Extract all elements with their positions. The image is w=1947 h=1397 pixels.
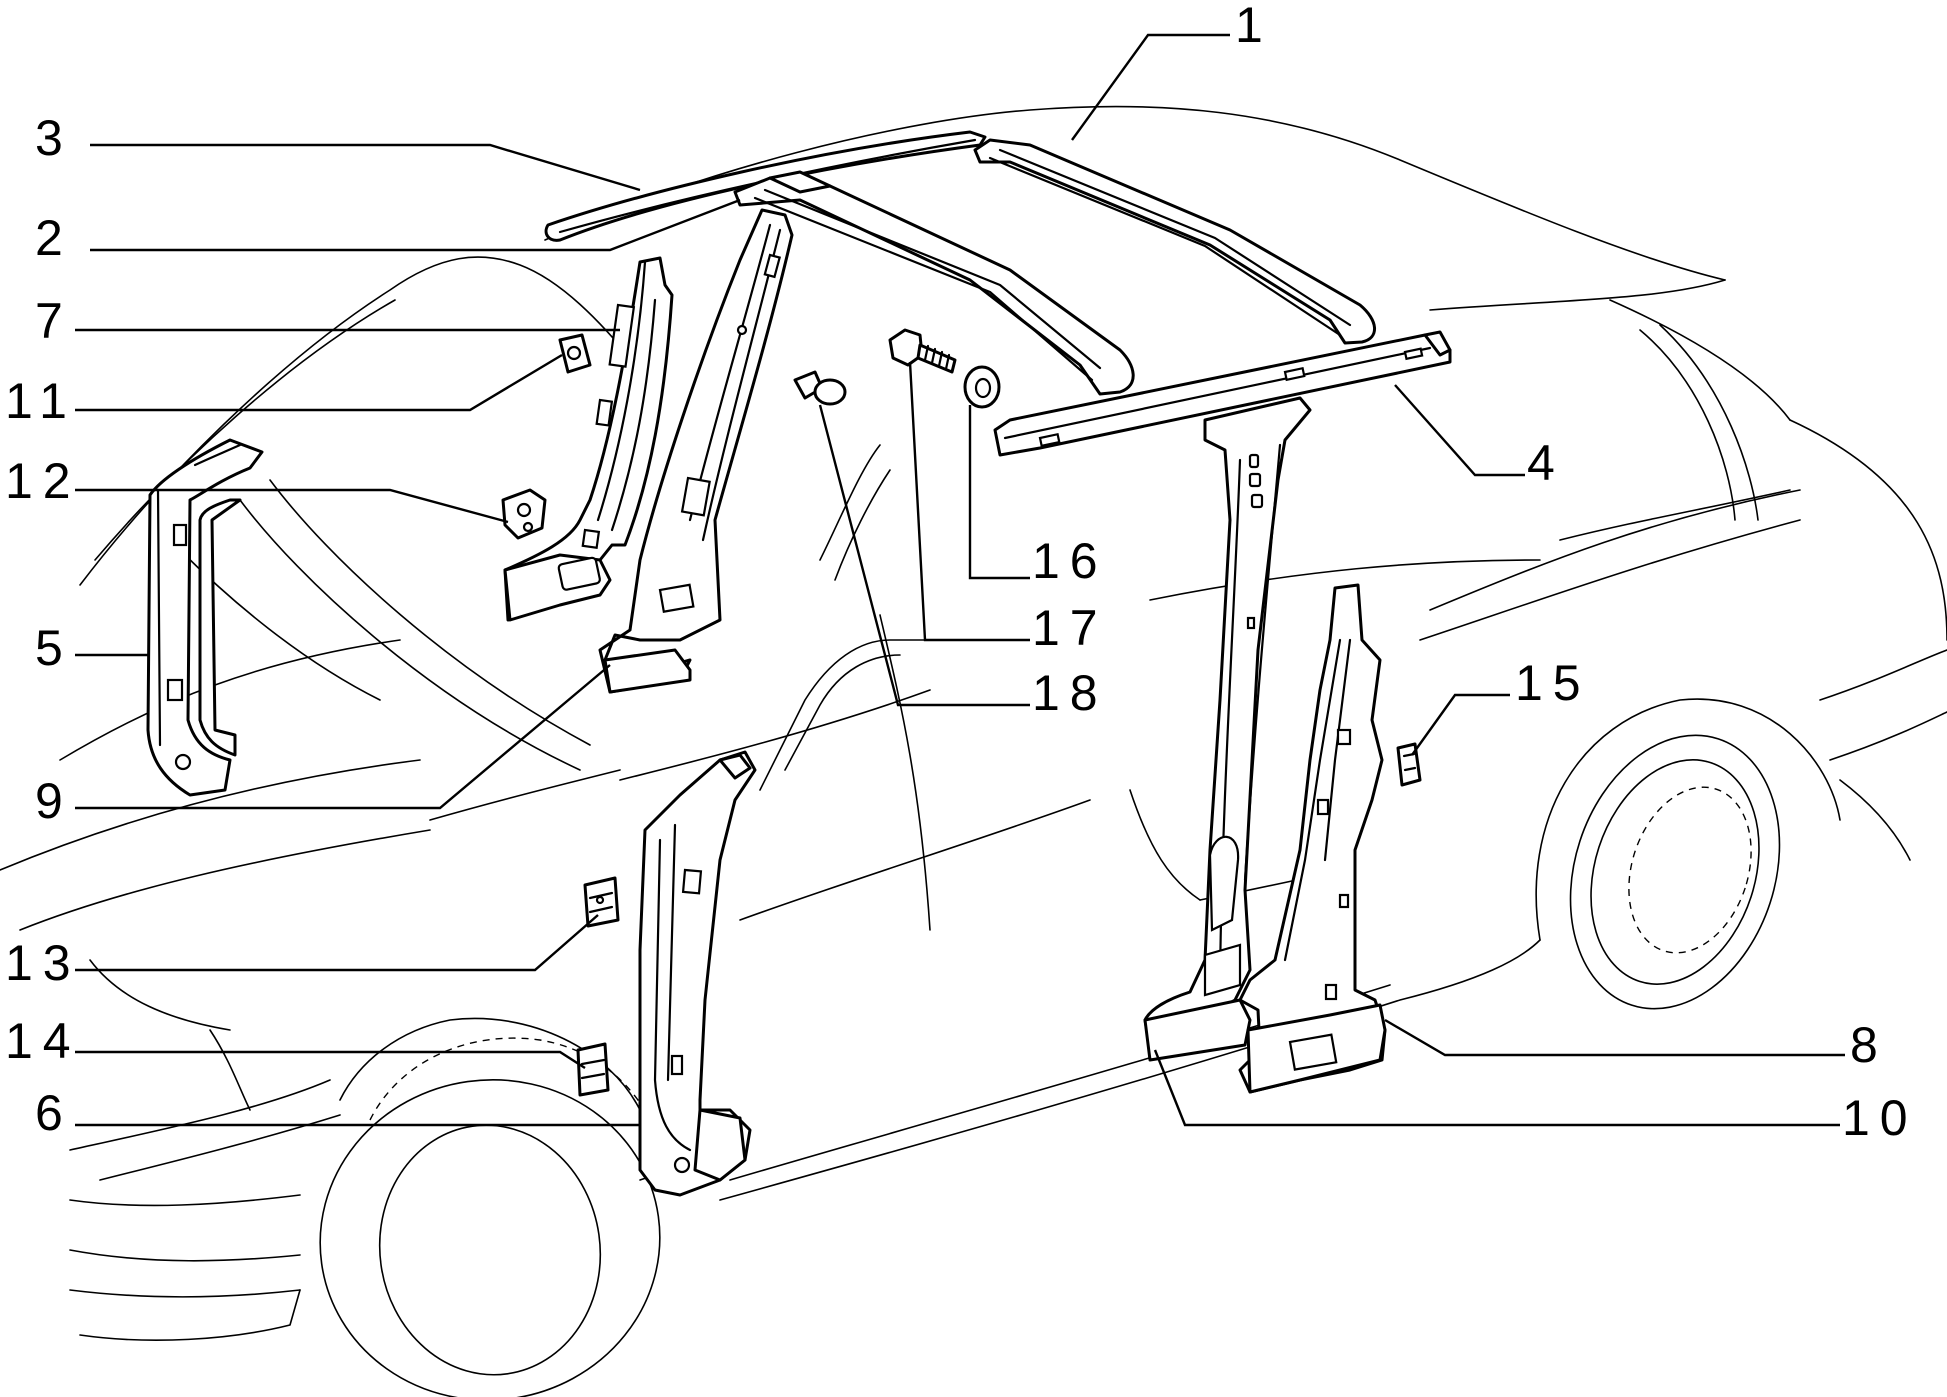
callout-3: 3 (35, 110, 73, 166)
part-5-windshield-trim (146, 438, 264, 797)
callout-9: 9 (35, 773, 73, 829)
leader-15 (1411, 693, 1510, 756)
part-11-clip (558, 333, 592, 374)
part-13-striker-plate (583, 876, 620, 928)
leader-17 (908, 361, 1030, 642)
callout-13: 13 (5, 935, 81, 991)
part-1-roof-rail (973, 138, 1376, 345)
callout-2: 2 (35, 210, 73, 266)
leader-2 (90, 198, 741, 252)
leader-13 (75, 914, 599, 972)
part-17-bolt (888, 328, 957, 374)
callout-7: 7 (35, 293, 73, 349)
callout-18: 18 (1032, 665, 1108, 721)
callout-8: 8 (1850, 1017, 1888, 1073)
leader-11 (75, 353, 563, 412)
part-2-roof-rail (733, 170, 1135, 396)
leader-9 (75, 664, 611, 810)
leader-12 (75, 488, 509, 524)
callout-12: 12 (5, 453, 81, 509)
part-6-door-pillar-trim (638, 750, 757, 1197)
callout-14: 14 (5, 1013, 81, 1069)
leader-10 (1153, 1049, 1840, 1127)
callout-6: 6 (35, 1085, 73, 1141)
part-18-push-clip (793, 370, 847, 406)
part-16-washer (963, 365, 1001, 409)
part-14-striker-plate (576, 1042, 610, 1097)
leader-lines (75, 33, 1845, 1127)
leader-3 (90, 143, 641, 192)
leader-14 (75, 1050, 586, 1070)
part-8-b-pillar-trim (1238, 583, 1387, 1094)
leader-4 (1394, 384, 1525, 477)
callout-5: 5 (35, 620, 73, 676)
callout-16: 16 (1032, 533, 1108, 589)
callout-15: 15 (1515, 655, 1591, 711)
car-body-outline (0, 105, 1947, 1397)
callout-11: 11 (5, 373, 77, 429)
part-7-a-pillar-trim (503, 256, 674, 622)
callout-4: 4 (1527, 435, 1565, 491)
callout-labels: 1 3 2 7 11 12 5 9 13 14 6 16 17 18 15 4 … (5, 0, 1918, 1146)
leader-16 (968, 405, 1030, 580)
part-4-cross-member (993, 330, 1452, 457)
part-15-clip (1396, 742, 1422, 787)
callout-1: 1 (1235, 0, 1273, 53)
leader-1 (1071, 33, 1230, 141)
part-12-bracket (501, 488, 547, 540)
leader-18 (818, 404, 1030, 707)
callout-17: 17 (1032, 600, 1108, 656)
leader-8 (1384, 1018, 1845, 1057)
callout-10: 10 (1842, 1090, 1918, 1146)
part-9-a-pillar-trim (598, 208, 794, 694)
